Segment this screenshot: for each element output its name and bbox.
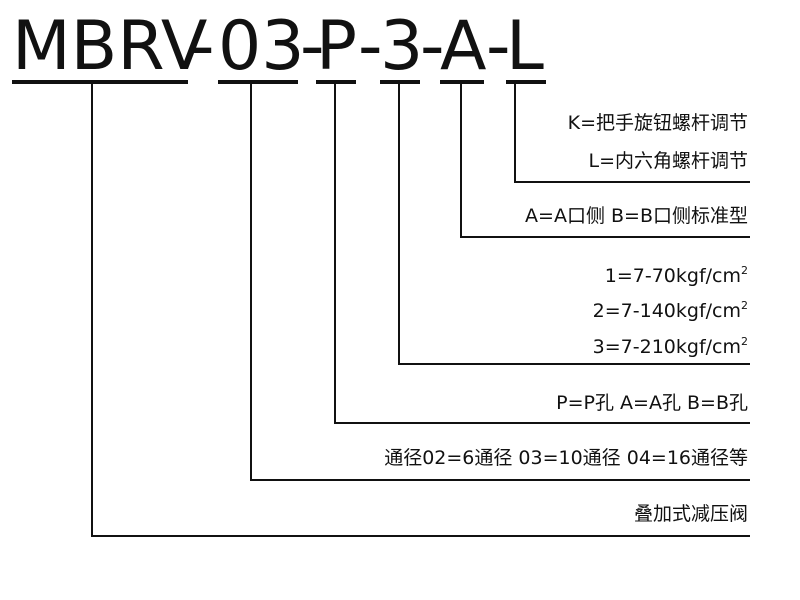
model-code: MBRV - 03 - P - 3 - A - L — [0, 0, 800, 100]
label-side: A=A口侧 B=B口侧标准型 — [525, 205, 748, 227]
label-series: 叠加式减压阀 — [633, 503, 748, 525]
leader-line-series — [91, 84, 750, 537]
code-adjust: L — [506, 13, 546, 84]
code-separator: - — [190, 7, 215, 86]
leader-line-size — [250, 84, 750, 481]
leader-line-side — [460, 84, 750, 238]
label-pressure-3: 3=7-210kgf/cm2 — [592, 335, 748, 358]
label-size: 通径02=6通径 03=10通径 04=16通径等 — [384, 447, 748, 469]
label-adjust-k: K=把手旋钮螺杆调节 — [567, 112, 748, 134]
code-series: MBRV — [12, 7, 208, 86]
label-pressure-2: 2=7-140kgf/cm2 — [592, 299, 748, 322]
leader-line-pressure — [398, 84, 750, 365]
label-adjust-l: L=内六角螺杆调节 — [588, 150, 748, 172]
code-pressure: 3 — [380, 7, 424, 86]
leader-line-adjust — [514, 84, 750, 183]
code-side: A — [440, 7, 487, 86]
leader-line-port — [334, 84, 750, 424]
code-size: 03 — [218, 7, 305, 86]
code-port: P — [316, 7, 358, 86]
label-pressure-1: 1=7-70kgf/cm2 — [604, 264, 748, 287]
label-port: P=P孔 A=A孔 B=B孔 — [556, 392, 748, 414]
